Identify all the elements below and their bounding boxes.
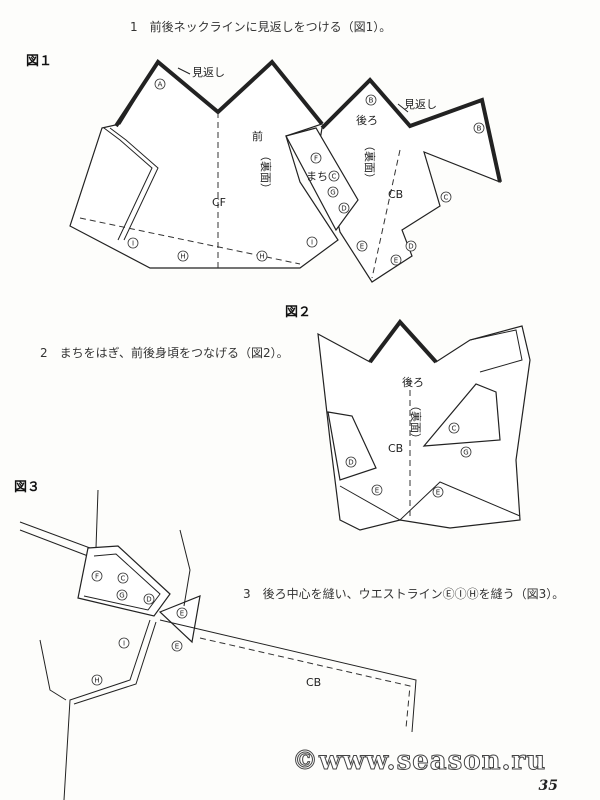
svg-text:H: H	[180, 253, 185, 261]
svg-text:C: C	[121, 575, 126, 583]
svg-text:I: I	[311, 239, 313, 247]
svg-text:E: E	[375, 487, 379, 495]
step-2-text: 2 まちをはぎ、前後身頃をつなげる（図2）。	[40, 346, 289, 360]
mark-e: E	[432, 486, 444, 498]
mark-g: G	[327, 186, 339, 198]
mark-e: E	[356, 240, 368, 252]
mark-d: D	[338, 202, 350, 214]
front-facing-label: 見返し	[192, 66, 225, 79]
figure-2-title: 図２	[285, 305, 312, 320]
mark-f: F	[91, 570, 103, 582]
svg-text:C: C	[444, 194, 449, 202]
svg-text:E: E	[360, 243, 364, 251]
mark-f: F	[310, 152, 322, 164]
svg-text:G: G	[330, 189, 335, 197]
mark-e: E	[176, 607, 188, 619]
mark-d: D	[345, 456, 357, 468]
mark-c: C	[328, 170, 340, 182]
back-facing	[320, 77, 502, 183]
mark-e: E	[371, 484, 383, 496]
svg-text:B: B	[369, 97, 374, 105]
cf-label: CF	[212, 196, 226, 209]
gusset-label: まち	[306, 170, 328, 183]
svg-text:G: G	[463, 449, 468, 457]
fig3-cb-label: CB	[306, 676, 321, 689]
mark-i: I	[127, 237, 139, 249]
watermark: ©www.season.ru	[291, 746, 547, 777]
svg-text:I: I	[123, 640, 125, 648]
svg-text:F: F	[95, 573, 99, 581]
mark-b: B	[473, 122, 485, 134]
mark-c: C	[448, 422, 460, 434]
mark-i: I	[118, 637, 130, 649]
svg-text:C: C	[452, 425, 457, 433]
mark-h: H	[177, 250, 189, 262]
mark-e: E	[390, 254, 402, 266]
mark-c: C	[440, 191, 452, 203]
cb-label: CB	[388, 188, 403, 201]
page-number: 35	[538, 778, 558, 794]
mark-i: I	[306, 236, 318, 248]
svg-text:H: H	[94, 677, 99, 685]
front-label: 前	[252, 129, 263, 143]
mark-b: B	[365, 94, 377, 106]
fig2-back-wrong-side-label: （裏面）	[409, 400, 423, 444]
svg-text:E: E	[394, 257, 398, 265]
svg-text:B: B	[477, 125, 482, 133]
svg-text:I: I	[132, 240, 134, 248]
mark-c: C	[117, 572, 129, 584]
svg-text:E: E	[436, 489, 440, 497]
svg-text:E: E	[180, 610, 184, 618]
front-wrong-side-label: （裏面）	[259, 150, 273, 194]
svg-text:D: D	[408, 243, 413, 251]
figure-1-title: 図１	[26, 54, 53, 69]
back-facing-label: 見返し	[404, 98, 437, 111]
mark-e: E	[171, 640, 183, 652]
step-3-text: 3 後ろ中心を縫い、ウエストラインⒺⒾⒽを縫う（図3）。	[243, 587, 565, 601]
svg-text:F: F	[314, 155, 318, 163]
mark-a: A	[154, 78, 166, 90]
back-label: 後ろ	[356, 113, 378, 127]
mark-h: H	[256, 250, 268, 262]
step-1-text: 1 前後ネックラインに見返しをつける（図1）。	[130, 20, 392, 34]
figure-3-diagram: CB F C G D E I E H	[19, 489, 417, 800]
svg-text:G: G	[119, 592, 124, 600]
svg-text:C: C	[332, 173, 337, 181]
svg-text:D: D	[146, 596, 151, 604]
mark-d: D	[143, 593, 155, 605]
fig2-back-label: 後ろ	[402, 375, 424, 389]
mark-g: G	[116, 589, 128, 601]
figure-2-diagram: 後ろ （裏面） CB C G D E E	[317, 318, 531, 531]
svg-text:D: D	[348, 459, 353, 467]
fig2-cb-label: CB	[388, 442, 403, 455]
figure-3-title: 図３	[14, 480, 41, 495]
svg-text:D: D	[341, 205, 346, 213]
back-wrong-side-label: （裏面）	[363, 140, 377, 184]
svg-text:H: H	[259, 253, 264, 261]
svg-text:A: A	[158, 81, 163, 89]
figure-1-diagram: 見返し 見返し 前 （裏面） CF まち 後ろ （裏面） CB A B B F …	[69, 59, 502, 283]
mark-g: G	[460, 446, 472, 458]
svg-text:E: E	[175, 643, 179, 651]
mark-d: D	[405, 240, 417, 252]
mark-h: H	[91, 674, 103, 686]
